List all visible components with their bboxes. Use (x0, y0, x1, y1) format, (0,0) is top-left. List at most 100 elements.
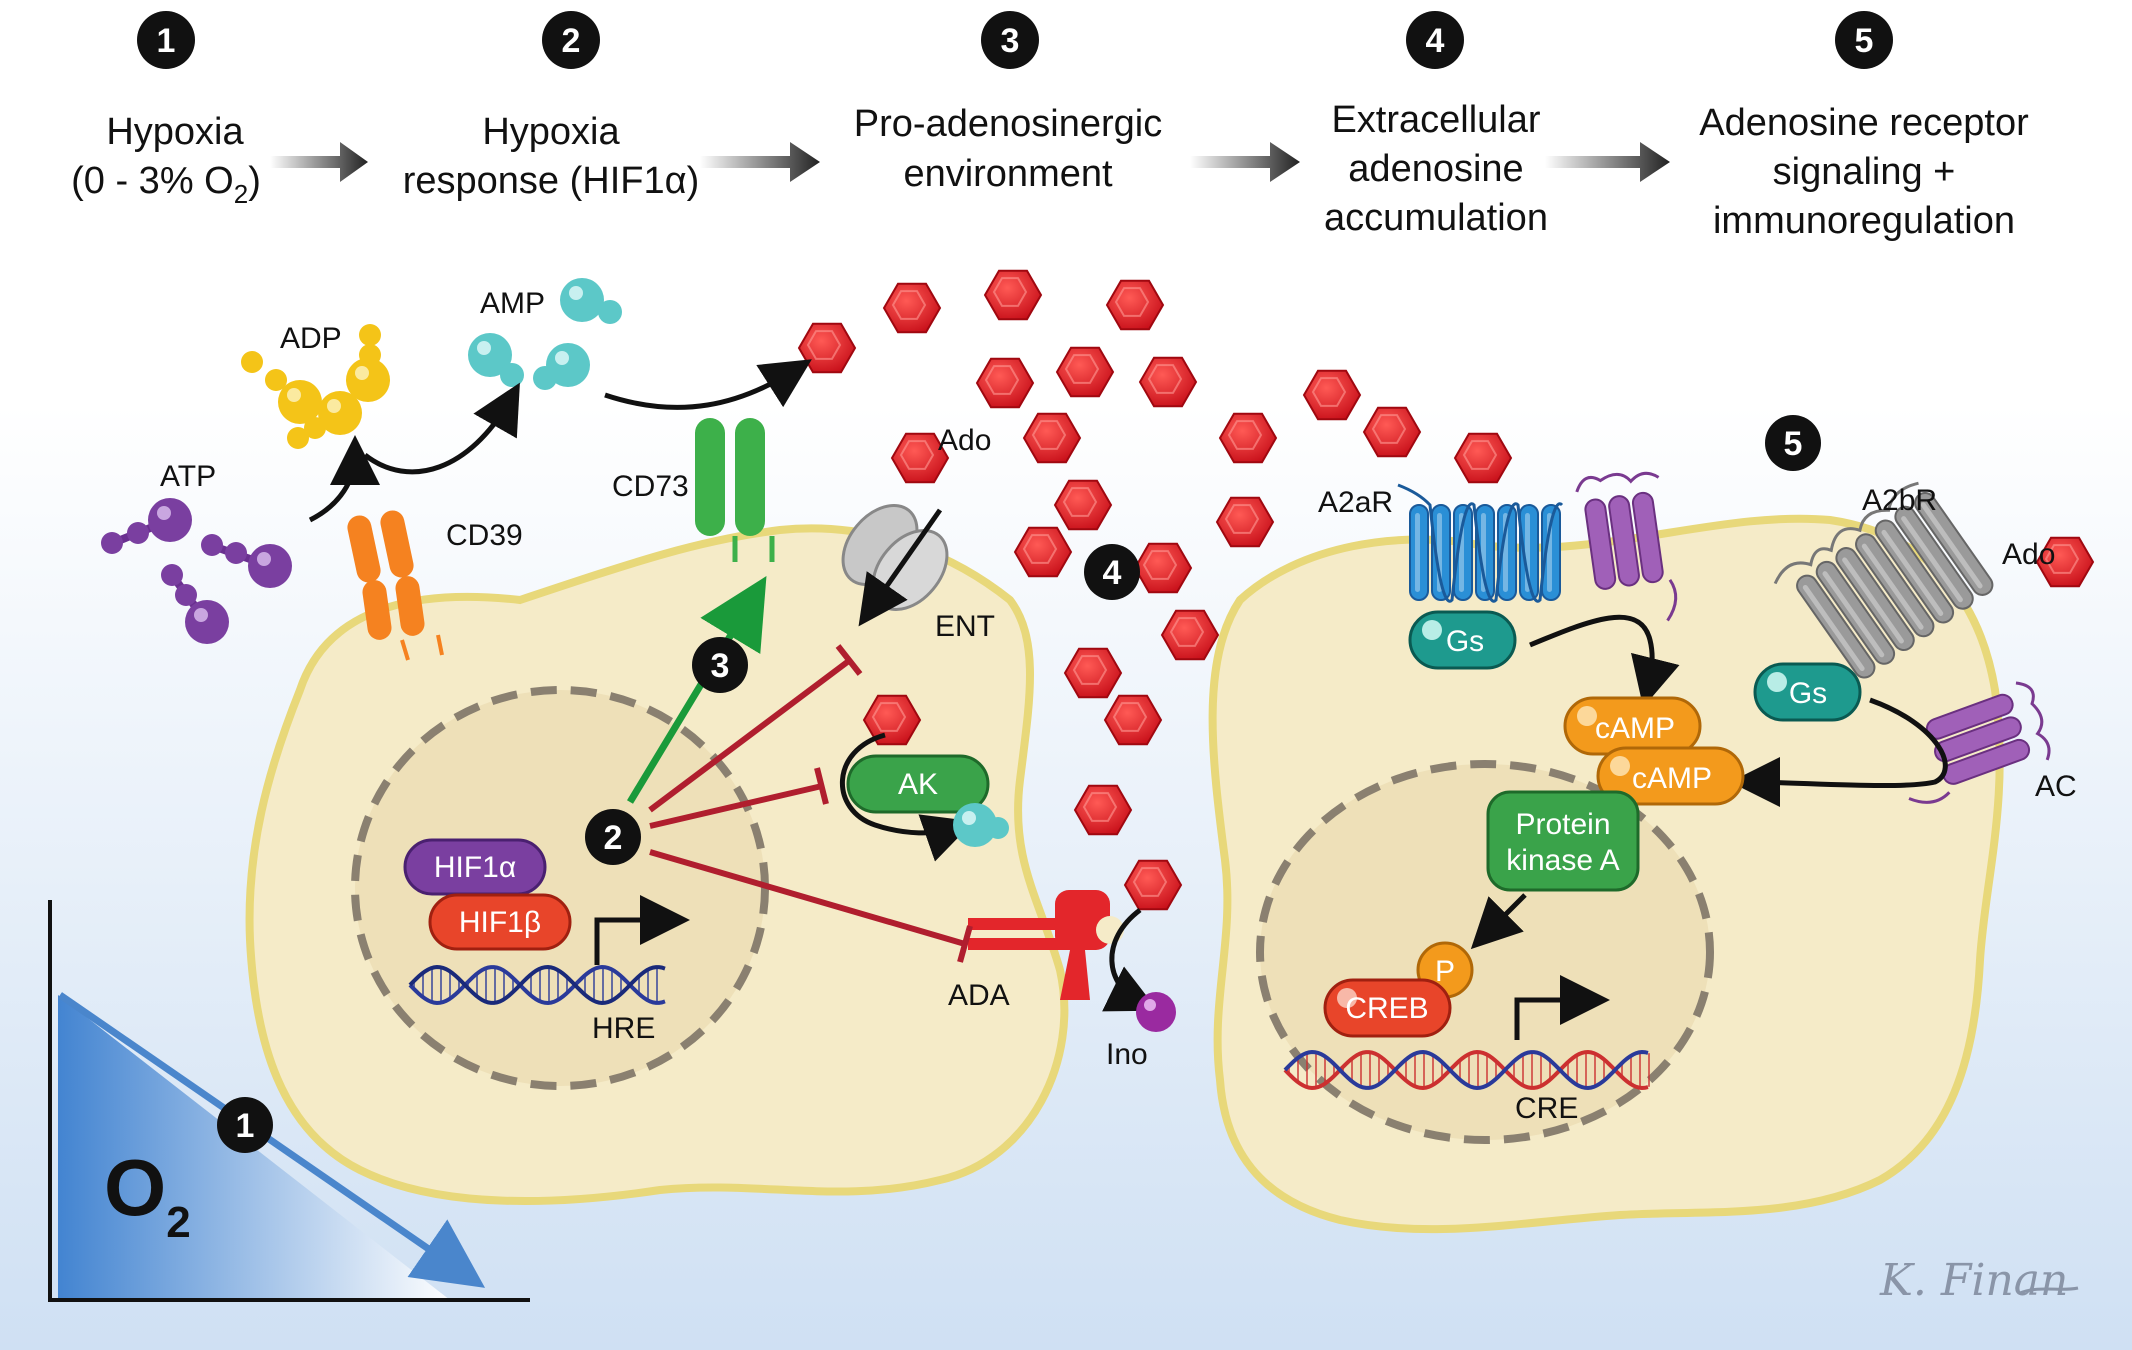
marker-5-badge (1765, 415, 1821, 471)
signature-underline (2019, 1286, 2079, 1295)
ak-label: AK (898, 768, 938, 801)
step-arrow-4 (1545, 142, 1670, 182)
ent-label: ENT (935, 610, 995, 643)
pka-label-line1: Protein (1515, 808, 1610, 841)
step-5: 5 Adenosine receptor signaling + immunor… (1699, 11, 2029, 242)
pka-label-line2: kinase A (1506, 844, 1619, 877)
cre-label: CRE (1515, 1092, 1578, 1125)
adenosine-hexagon (1022, 412, 1082, 464)
cd73-label: CD73 (612, 470, 689, 503)
inhibit-ak (649, 783, 823, 829)
hre-transcription-arrow (594, 895, 690, 965)
pka-chip (1486, 790, 1640, 892)
step-4-title-line3: accumulation (1324, 197, 1548, 239)
gs-label-left: Gs (1446, 625, 1484, 658)
ada-conversion-arrow (1102, 908, 1158, 1012)
hre-dna-helix (408, 964, 666, 1006)
step-3-badge (981, 11, 1039, 69)
step-2-badge (542, 11, 600, 69)
step-2: 2 Hypoxia response (HIF1α) (403, 11, 700, 202)
adenosine-hexagon (1063, 647, 1123, 699)
ent-transporter: ENT Ado (841, 424, 995, 643)
step-1-badge (137, 11, 195, 69)
inhibit-ent (648, 657, 852, 813)
pka-to-creb-arrow (1470, 893, 1527, 950)
step-arrow-2 (700, 142, 820, 182)
adenosine-hexagon (1218, 412, 1278, 464)
camp-label-1: cAMP (1595, 712, 1675, 745)
creb-label: CREB (1345, 992, 1428, 1025)
atp-molecule (101, 498, 192, 554)
marker-1-badge (217, 1097, 273, 1153)
adenosine-hexagon (797, 322, 857, 374)
step-2-number: 2 (562, 22, 581, 60)
ac-label: AC (2035, 770, 2077, 803)
ak-chip (846, 754, 990, 814)
adenosine-molecules (797, 269, 2095, 911)
activation-arrow-cd73 (627, 576, 767, 804)
step-5-title-line2: signaling + (1773, 151, 1956, 193)
step-1: 1 Hypoxia (0 - 3% O2) (71, 11, 261, 209)
adenosine-hexagon (1215, 496, 1275, 548)
step-3-title-line2: environment (903, 153, 1113, 195)
adenosine-hexagon (1055, 346, 1115, 398)
step-4: 4 Extracellular adenosine accumulation (1324, 11, 1548, 239)
oxygen-label: O2 (104, 1143, 191, 1247)
marker-2-badge (585, 809, 641, 865)
adenosine-hexagon (1073, 784, 1133, 836)
hre-label: HRE (592, 1012, 655, 1045)
a2ar-label: A2aR (1318, 486, 1393, 519)
cre-transcription-arrow (1514, 975, 1610, 1040)
adp-molecule (241, 351, 322, 424)
ino-label: Ino (1106, 1038, 1148, 1071)
step-2-title-line2: response (HIF1α) (403, 160, 700, 202)
adenosine-hexagon (1053, 479, 1113, 531)
camp-chip-2 (1596, 746, 1745, 806)
step-4-title-line2: adenosine (1348, 148, 1523, 190)
adp-molecules: ADP (241, 322, 390, 449)
step-4-number: 4 (1426, 22, 1445, 60)
step-5-badge (1835, 11, 1893, 69)
adenosine-hexagon (1123, 859, 1183, 911)
cd39-label: CD39 (446, 519, 523, 552)
adenosine-hexagon (1362, 406, 1422, 458)
amp-to-ado-arrow (604, 359, 812, 410)
step-row: 1 Hypoxia (0 - 3% O2) 2 Hypoxia response… (71, 11, 2029, 242)
step-5-title-line1: Adenosine receptor (1699, 102, 2029, 144)
cd73-enzyme: CD73 (612, 418, 775, 562)
adenosine-hexagon (890, 432, 950, 484)
adp-molecule (346, 324, 390, 402)
hif-effects: 2 3 (585, 576, 973, 963)
hif1b-chip (428, 893, 572, 951)
step-5-number: 5 (1855, 22, 1874, 60)
a2br-receptor (1773, 481, 1994, 679)
ada-enzyme: ADA Ino (948, 890, 1176, 1071)
step-4-title-line1: Extracellular (1331, 99, 1540, 141)
step-4-badge (1406, 11, 1464, 69)
gs-to-camp-arrow-right (1730, 697, 1948, 808)
adenosine-hexagon (975, 357, 1035, 409)
atp-to-adp-arrow (308, 435, 380, 523)
adenosine-hexagon (2035, 536, 2095, 588)
step-3: 3 Pro-adenosinergic environment (854, 11, 1162, 195)
atp-label: ATP (160, 460, 216, 493)
gs-to-ac-arrow-left (1529, 614, 1680, 708)
amp-label: AMP (480, 287, 545, 320)
step-3-title-line1: Pro-adenosinergic (854, 103, 1162, 145)
camp-label-2: cAMP (1632, 762, 1712, 795)
adenosine-hexagon (1453, 432, 1513, 484)
a2br-label: A2bR (1862, 484, 1937, 517)
adenosine-hexagon (862, 694, 922, 746)
atp-molecules: ATP (101, 460, 292, 644)
adenosine-hexagon (1302, 369, 1362, 421)
hif-complex: HIF1α HIF1β HRE (403, 838, 690, 1045)
marker-4-badge (1084, 544, 1140, 600)
amp-molecules: AMP (468, 278, 622, 390)
adenosine-hexagon (983, 269, 1043, 321)
adp-molecule (287, 391, 362, 449)
adp-label: ADP (280, 322, 342, 355)
artist-signature: K. Finan (1879, 1255, 2068, 1306)
inosine-molecule (1136, 992, 1176, 1032)
ent-transport-arrow (858, 508, 943, 627)
